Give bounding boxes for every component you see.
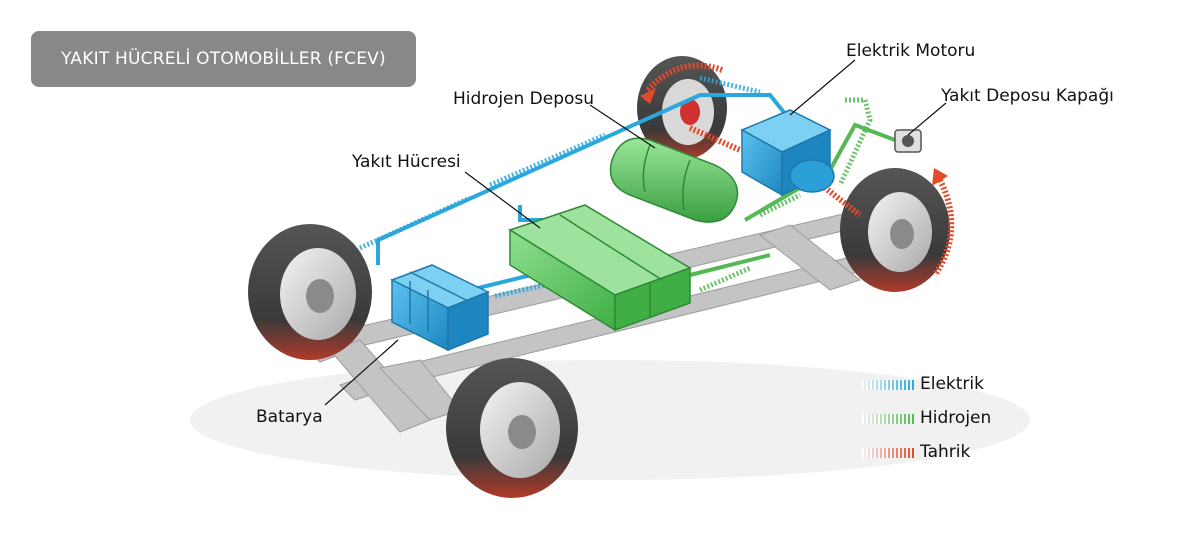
leader-lines xyxy=(324,59,947,406)
legend-electric-swatch xyxy=(862,380,914,390)
label-fuel-cap: Yakıt Deposu Kapağı xyxy=(941,86,1114,106)
wheel-front-left xyxy=(446,358,578,498)
wheel-front-right xyxy=(840,168,950,292)
legend-drive-label: Tahrik xyxy=(920,442,971,462)
battery-pack xyxy=(390,264,490,352)
wheel-rear-left xyxy=(248,224,372,360)
hydrogen-tank xyxy=(609,137,739,223)
label-fuel-cell: Yakıt Hücresi xyxy=(352,152,461,172)
legend-drive-swatch xyxy=(862,448,914,458)
label-hydrogen-tank: Hidrojen Deposu xyxy=(453,89,595,109)
electric-flow-dashed xyxy=(358,75,761,299)
diagram-title-badge: YAKIT HÜCRELİ OTOMOBİLLER (FCEV) xyxy=(31,31,416,87)
legend-hydrogen-swatch xyxy=(862,414,914,424)
legend-electric-label: Elektrik xyxy=(920,374,984,394)
hydrogen-flow xyxy=(689,122,896,277)
fuel-door xyxy=(894,129,922,153)
fuel-cell-stack xyxy=(508,204,692,332)
electric-motor xyxy=(740,109,835,197)
label-battery: Batarya xyxy=(256,407,323,427)
drive-arrowhead-1 xyxy=(640,88,656,104)
legend-hydrogen-label: Hidrojen xyxy=(920,408,992,428)
label-electric-motor: Elektrik Motoru xyxy=(846,41,976,61)
drive-arrowhead-2 xyxy=(932,168,948,186)
hydrogen-flow-dashed xyxy=(698,97,873,293)
